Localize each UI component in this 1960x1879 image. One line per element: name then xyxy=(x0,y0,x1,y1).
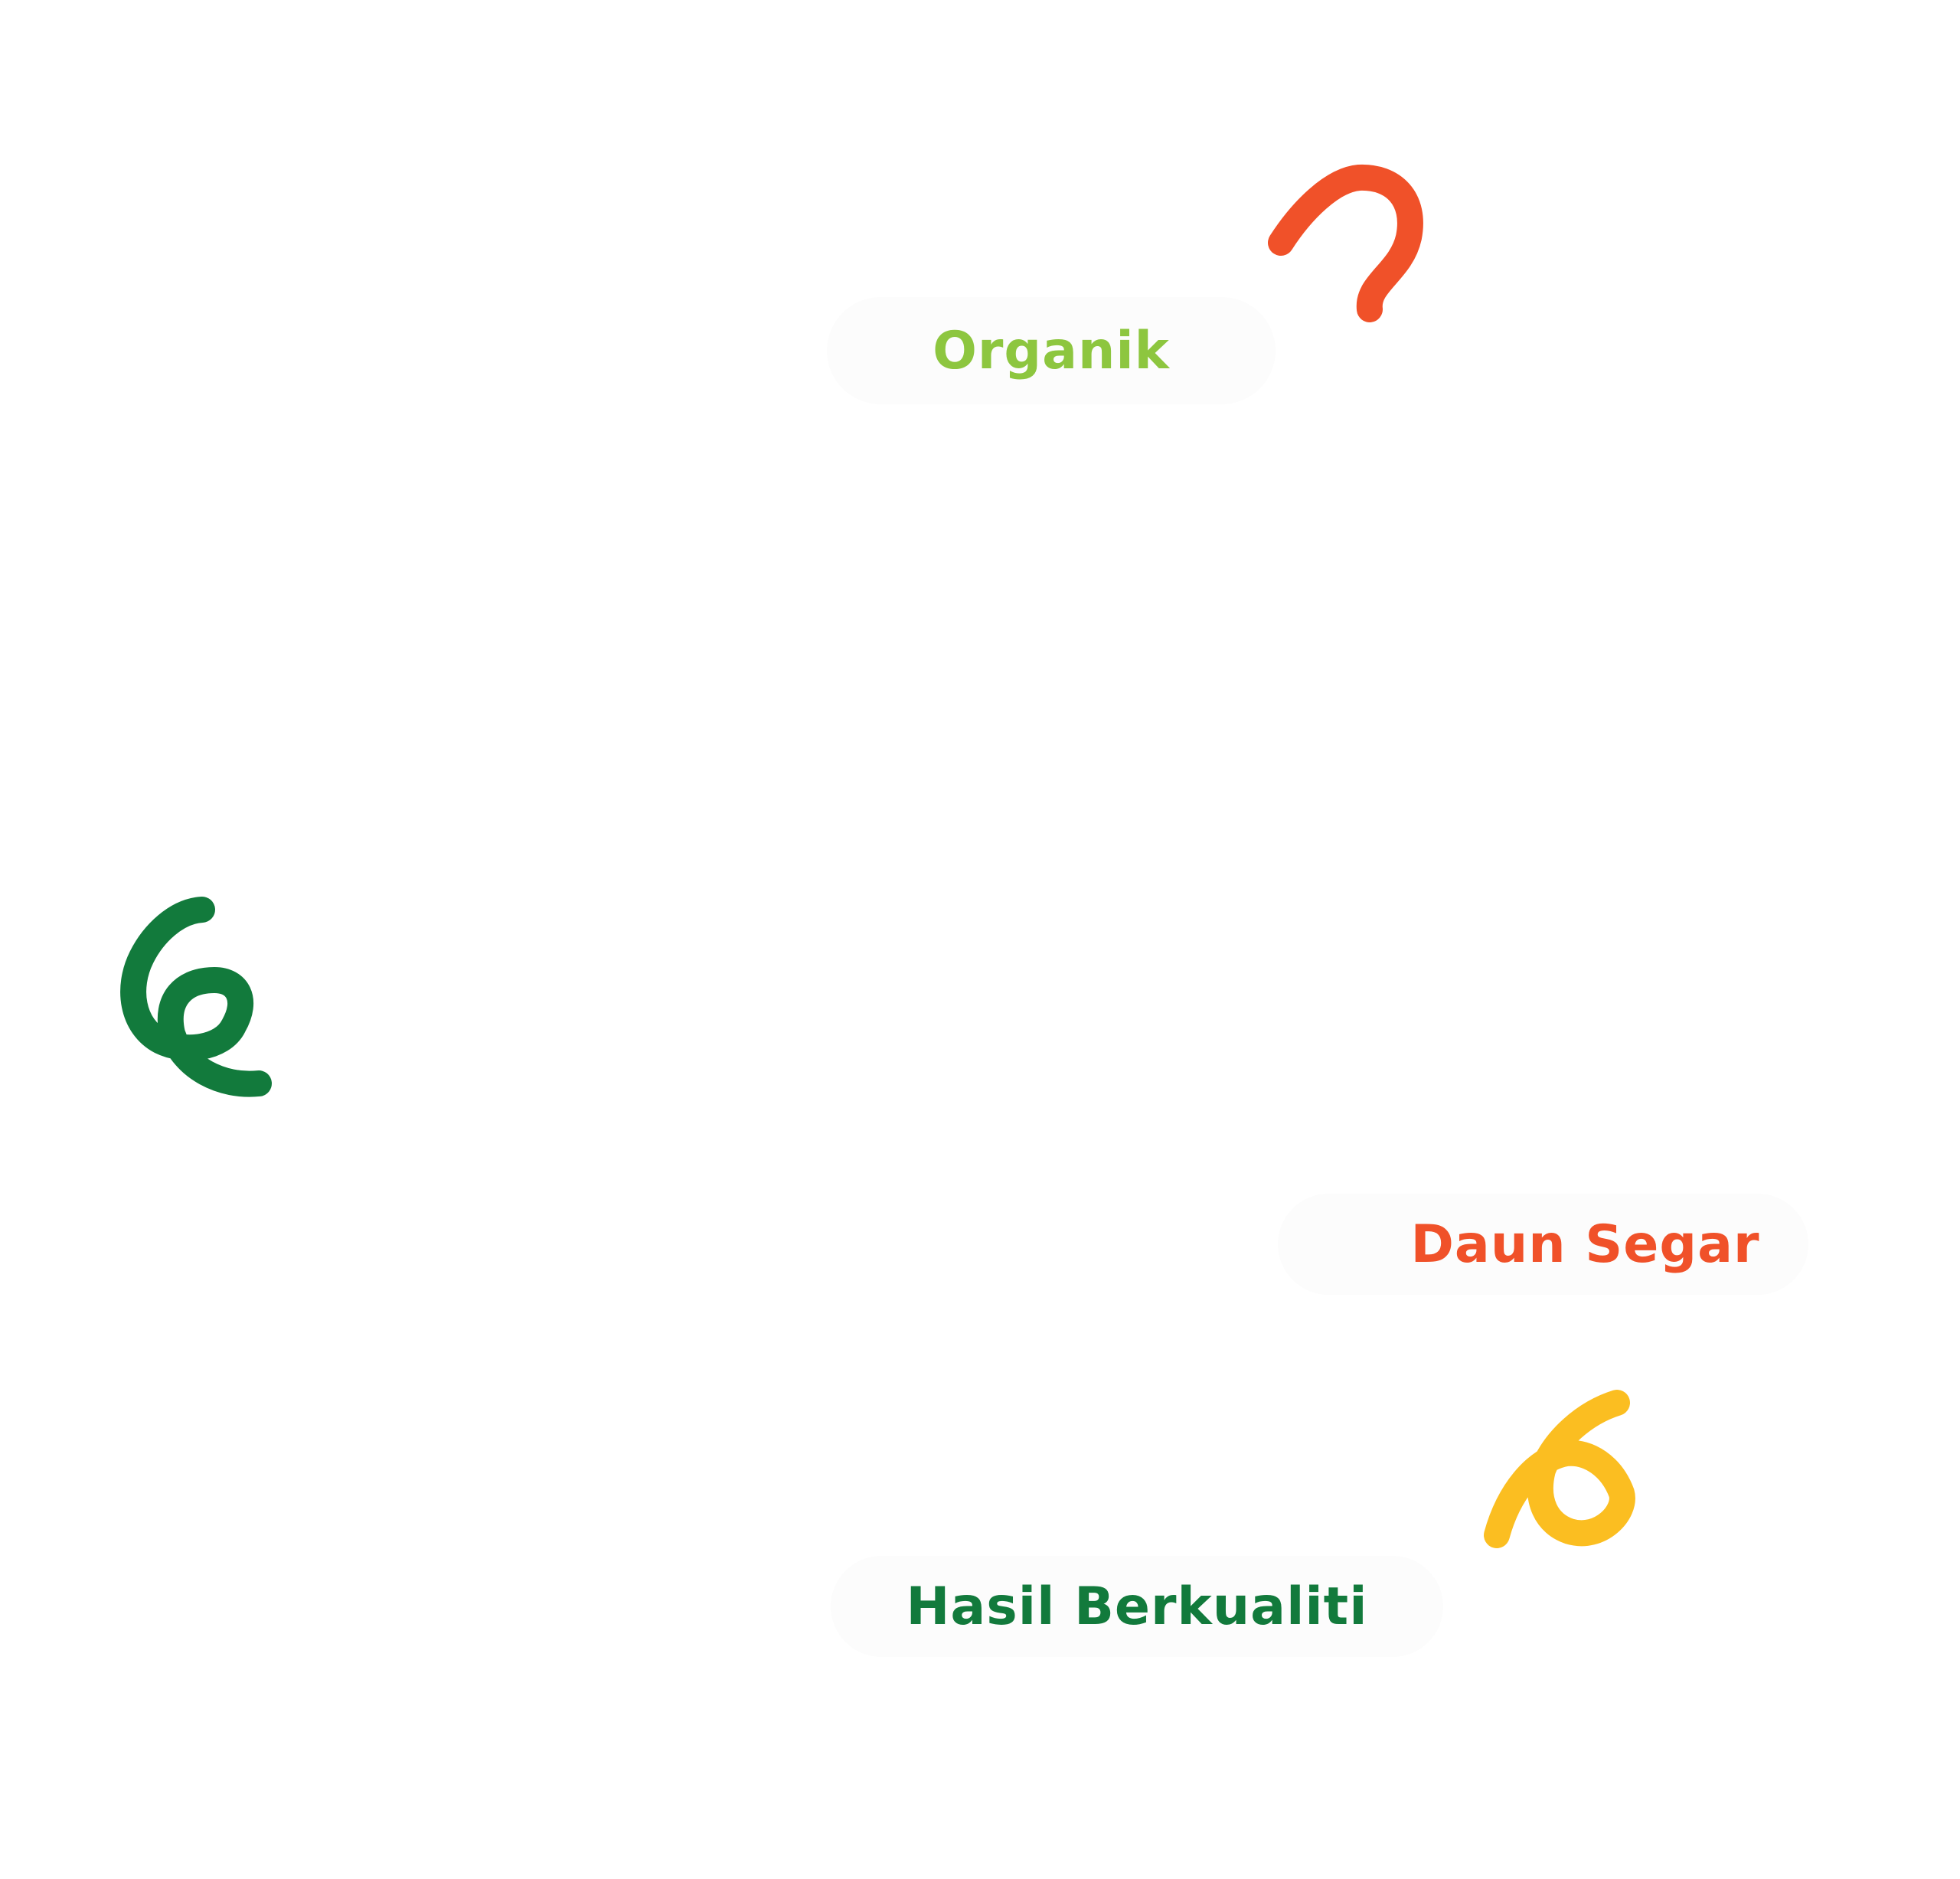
badge-daun-segar: Daun Segar xyxy=(1278,1194,1808,1295)
badge-label: Daun Segar xyxy=(1410,1214,1760,1275)
yellow-squiggle-icon xyxy=(1484,1390,1635,1548)
badge-label: Hasil Berkualiti xyxy=(906,1576,1368,1637)
green-squiggle-icon xyxy=(120,897,272,1097)
badge-organik: Organik xyxy=(827,297,1276,404)
badge-label: Organik xyxy=(933,320,1170,381)
red-squiggle-icon xyxy=(1268,164,1423,322)
badge-hasil-berkualiti: Hasil Berkualiti xyxy=(831,1556,1443,1657)
